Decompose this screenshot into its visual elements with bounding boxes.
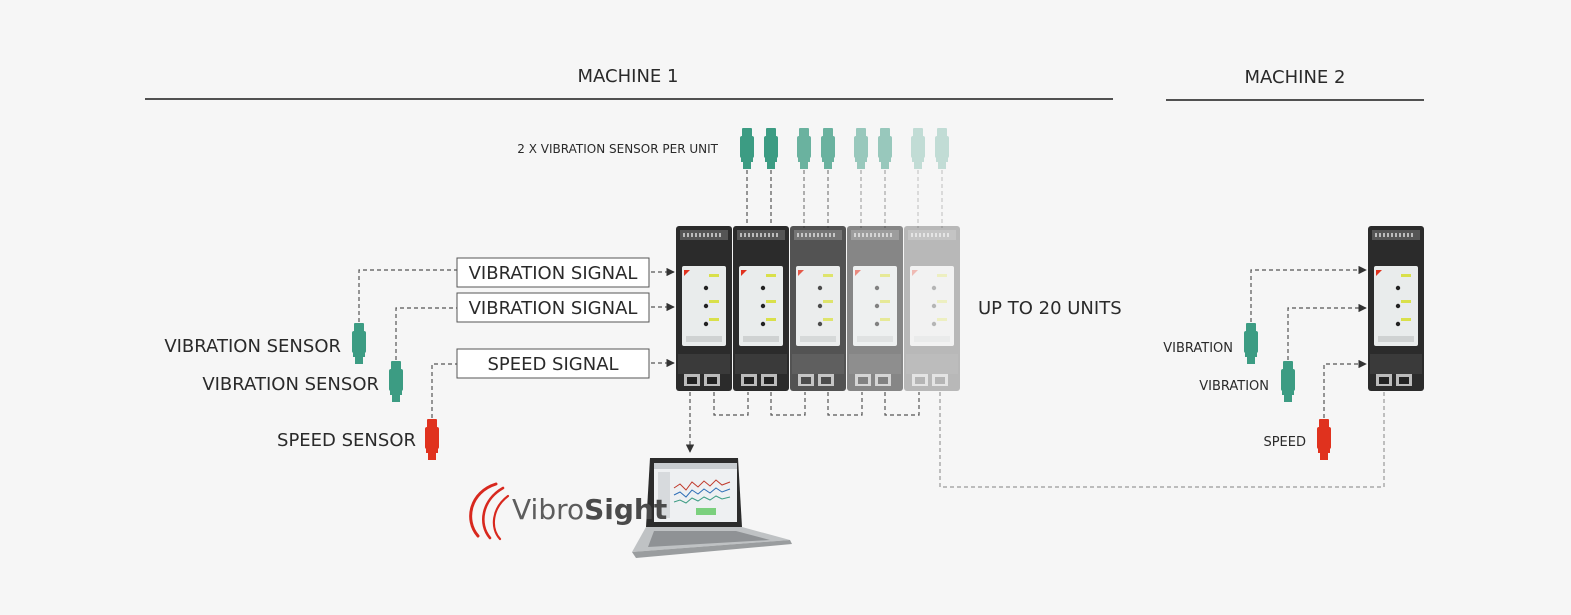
monitoring-unit (904, 226, 960, 391)
vibrosight-logo-mark (469, 482, 510, 541)
top-sensor-icon (821, 128, 835, 169)
sensor-label: SPEED (1263, 435, 1306, 450)
logo-text: VibroSight (512, 493, 667, 526)
sensor-label: SPEED SENSOR (277, 430, 416, 451)
monitoring-unit (847, 226, 903, 391)
sensor-label: VIBRATION SENSOR (202, 374, 379, 395)
speed-sensor-icon (425, 419, 439, 460)
vibration-sensor-icon (389, 361, 403, 402)
machine-link-cable (939, 392, 1385, 488)
top-vibration-sensors (740, 128, 949, 169)
top-sensor-icon (878, 128, 892, 169)
units-note: UP TO 20 UNITS (978, 298, 1122, 319)
machine-1-title: MACHINE 1 (578, 66, 679, 87)
top-sensor-icon (740, 128, 754, 169)
top-sensor-cables (746, 170, 943, 228)
signal-label: SPEED SIGNAL (487, 354, 618, 375)
laptop-icon (632, 458, 792, 558)
sensor-label: VIBRATION SENSOR (164, 336, 341, 357)
logo-text-part1: Vibro (512, 493, 584, 526)
signal-label: VIBRATION SIGNAL (469, 263, 638, 284)
machine-2-title: MACHINE 2 (1245, 67, 1346, 88)
machine-1-units (676, 226, 960, 391)
monitoring-unit (676, 226, 732, 391)
signal-boxes: VIBRATION SIGNAL VIBRATION SIGNAL SPEED … (456, 257, 650, 379)
top-sensor-note: 2 X VIBRATION SENSOR PER UNIT (517, 142, 718, 156)
speed-sensor-icon (1317, 419, 1331, 460)
top-sensor-icon (911, 128, 925, 169)
vibration-sensor-icon (1281, 361, 1295, 402)
top-sensor-icon (854, 128, 868, 169)
sensor-label: VIBRATION (1199, 379, 1269, 394)
vibrosight-logo: VibroSight (469, 482, 667, 541)
top-sensor-icon (935, 128, 949, 169)
vibration-sensor-icon (352, 323, 366, 364)
top-sensor-icon (764, 128, 778, 169)
sensor-label: VIBRATION (1163, 341, 1233, 356)
machine-2-sensor-cables (1250, 265, 1367, 418)
vibration-sensor-icon (1244, 323, 1258, 364)
monitoring-unit (790, 226, 846, 391)
monitoring-unit (1368, 226, 1424, 391)
logo-text-part2: Sight (584, 493, 667, 526)
monitoring-unit (733, 226, 789, 391)
signal-label: VIBRATION SIGNAL (469, 298, 638, 319)
machine-1-sensor-cables (358, 269, 457, 418)
unit-chain-cable (713, 392, 920, 416)
signal-arrows (651, 267, 675, 368)
top-sensor-icon (797, 128, 811, 169)
